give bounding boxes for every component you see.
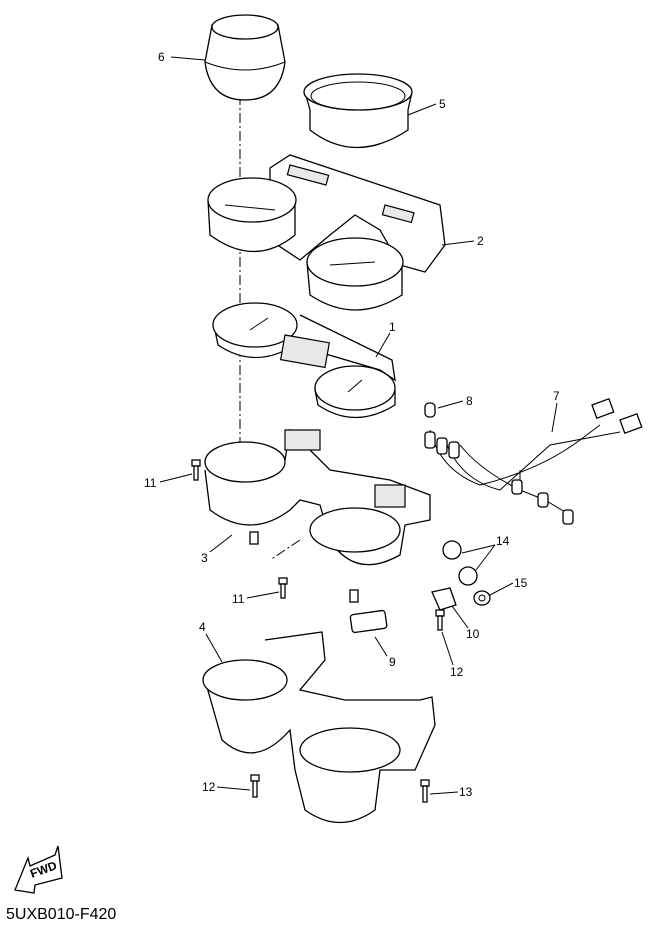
callout-12: 12 <box>450 665 464 679</box>
callout-10: 10 <box>466 627 480 641</box>
callout-9: 9 <box>389 655 396 669</box>
alignment-line <box>269 539 301 561</box>
callout-4: 4 <box>199 620 206 634</box>
part-1-meter-assembly <box>212 302 396 419</box>
callout-8: 8 <box>466 394 473 408</box>
part-13-screw <box>420 779 430 803</box>
part-9-pad <box>349 609 388 634</box>
part-14-grommet <box>442 540 478 586</box>
callout-5: 5 <box>439 97 446 111</box>
callout-11: 11 <box>232 592 245 606</box>
drawing-code: 5UXB010-F420 <box>6 906 117 923</box>
part-2-meter-cover <box>207 154 446 311</box>
callout-2: 2 <box>477 234 484 248</box>
part-12-screw <box>435 609 445 631</box>
callout-15: 15 <box>514 576 528 590</box>
part-11-screw <box>191 459 201 481</box>
callout-14: 14 <box>496 534 510 548</box>
callout-13: 13 <box>459 785 473 799</box>
part-4-lower-cover <box>202 631 436 823</box>
callout-7: 7 <box>553 389 560 403</box>
part-5-bezel-ring <box>303 73 413 149</box>
callout-6: 6 <box>158 50 165 64</box>
part-11-screw <box>278 577 288 599</box>
fwd-arrow-icon: FWD <box>14 845 63 894</box>
callout-12: 12 <box>202 780 216 794</box>
part-6-bezel-ring <box>204 14 286 101</box>
part-8-bulb <box>424 402 436 418</box>
part-12-screw <box>250 774 260 798</box>
part-15-collar <box>473 590 491 606</box>
callout-3: 3 <box>201 551 208 565</box>
callout-1: 1 <box>389 320 396 334</box>
part-7-wire-harness <box>424 398 643 525</box>
part-10-bracket <box>431 587 457 611</box>
callout-11: 11 <box>144 476 157 490</box>
leader-lines <box>159 56 558 795</box>
part-3-meter-case <box>204 428 431 603</box>
